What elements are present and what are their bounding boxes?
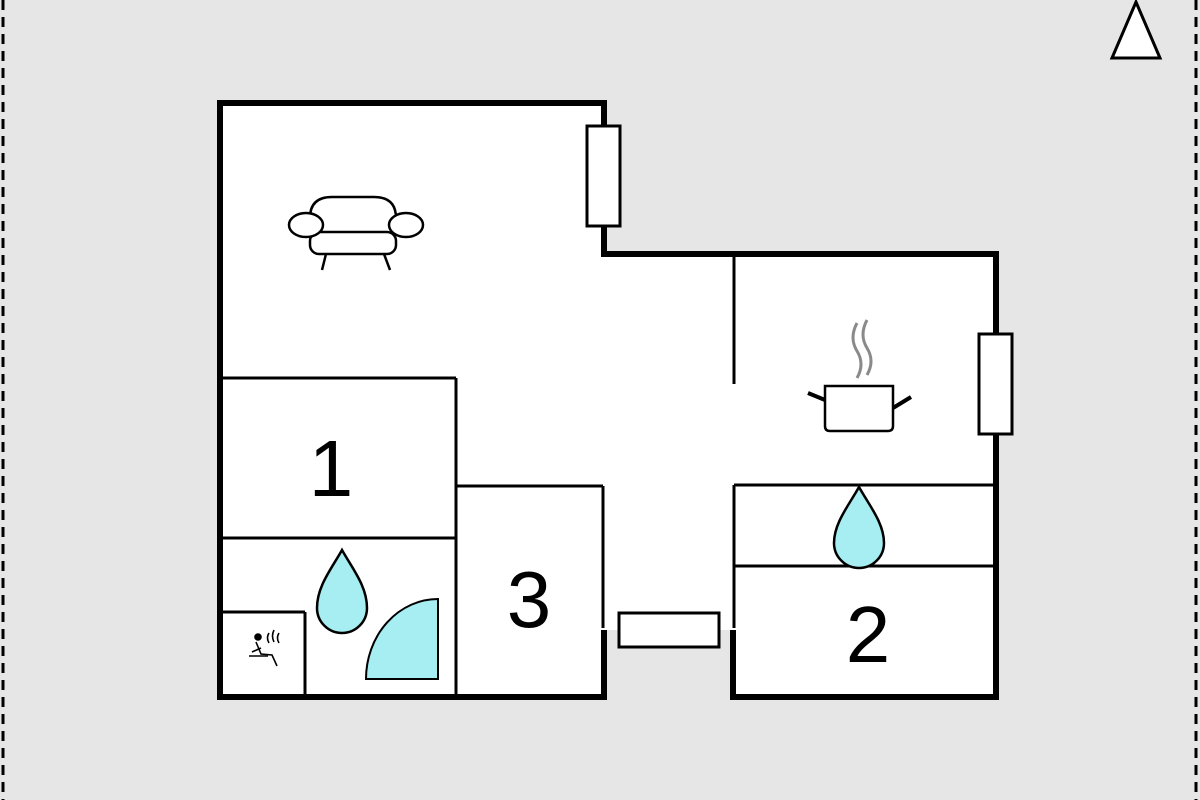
window-icon (585, 124, 622, 228)
room-label-3: 3 (507, 555, 552, 644)
sofa-icon (287, 195, 425, 271)
room-label-2: 2 (846, 590, 891, 679)
north-arrow-icon (1109, 0, 1163, 60)
sauna-icon (249, 629, 280, 667)
floor-area (220, 103, 996, 697)
cooking-pot-icon (807, 319, 913, 433)
water-drop-icon (832, 484, 886, 570)
window-icon (617, 611, 721, 649)
shower-icon (364, 597, 439, 680)
window-icon (977, 332, 1014, 436)
room-label-1: 1 (309, 424, 354, 513)
water-drop-icon (315, 547, 369, 635)
